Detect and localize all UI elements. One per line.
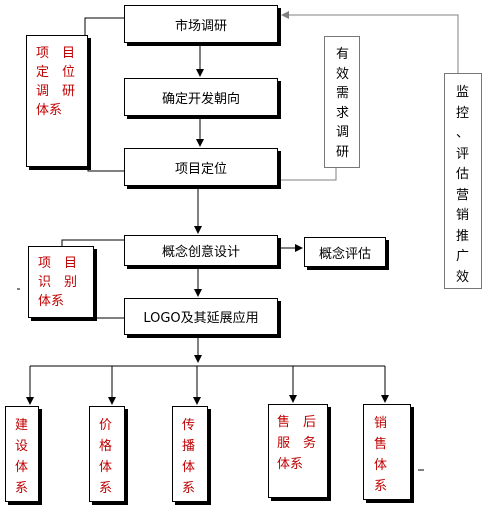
after-sales-system-box: 售 后 服 务 体系 (268, 404, 328, 498)
sales-char-2: 售 (374, 437, 388, 452)
identity-system-line-1: 项 目 (38, 256, 78, 271)
positioning-box: 项目定位 (124, 148, 278, 186)
monitor-char-8: 推 (456, 228, 470, 244)
sales-char-4: 系 (374, 479, 388, 494)
monitor-char-3: 、 (456, 126, 470, 141)
sales-char-1: 销 (374, 416, 388, 431)
after-sales-line-1: 售 后 (277, 415, 317, 430)
price-char-2: 格 (99, 439, 113, 454)
demand-char-3: 需 (336, 86, 350, 101)
communication-char-4: 系 (182, 481, 196, 496)
direction-box: 确定开发朝向 (124, 78, 278, 116)
demand-research-box: 有 效 需 求 调 研 (324, 36, 360, 168)
positioning-system-line-4: 体系 (36, 103, 63, 118)
positioning-label: 项目定位 (174, 161, 227, 177)
demand-char-1: 有 (336, 47, 350, 62)
after-sales-line-3: 体系 (277, 457, 304, 472)
monitor-char-2: 控 (456, 105, 470, 121)
monitor-char-4: 评 (456, 146, 470, 162)
communication-char-3: 体 (182, 460, 196, 475)
demand-char-6: 研 (336, 144, 350, 160)
market-research-box: 市场调研 (124, 5, 278, 43)
construction-char-2: 设 (15, 439, 29, 454)
price-char-4: 系 (99, 481, 113, 496)
link-research-system (84, 17, 124, 35)
demand-char-5: 调 (336, 125, 350, 140)
concept-design-label: 概念创意设计 (161, 245, 240, 260)
concept-eval-label: 概念评估 (318, 246, 371, 262)
sales-char-3: 体 (374, 458, 388, 473)
monitor-char-1: 监 (456, 85, 470, 100)
logo-box: LOGO及其延展应用 (124, 298, 278, 335)
communication-char-2: 播 (182, 439, 196, 454)
positioning-system-line-1: 项 目 (36, 46, 76, 61)
demand-char-2: 效 (336, 66, 350, 82)
monitor-char-9: 广 (456, 249, 470, 264)
demand-char-4: 求 (336, 105, 350, 121)
identity-system-box: 项 目 识 别 体系 (28, 246, 94, 318)
monitor-char-7: 销 (456, 208, 470, 223)
positioning-system-line-3: 调 研 (36, 84, 76, 99)
concept-design-box: 概念创意设计 (124, 235, 278, 266)
link-identity-system (61, 239, 124, 246)
construction-char-4: 系 (15, 481, 29, 496)
positioning-system-line-2: 定 位 (36, 65, 76, 80)
positioning-system-box: 项 目 定 位 调 研 体系 (26, 35, 88, 167)
communication-char-1: 传 (182, 418, 196, 433)
construction-system-box: 建 设 体 系 (5, 406, 39, 502)
monitor-char-6: 营 (456, 187, 470, 203)
price-char-1: 价 (99, 418, 113, 433)
identity-system-line-2: 识 别 (38, 275, 78, 290)
after-sales-line-2: 服 务 (277, 436, 317, 451)
concept-eval-box: 概念评估 (304, 237, 386, 267)
link-demand-research (280, 168, 337, 181)
link-research-system-bottom (87, 166, 124, 172)
construction-char-1: 建 (15, 418, 29, 433)
logo-label: LOGO及其延展应用 (143, 311, 259, 326)
monitor-char-5: 估 (456, 167, 470, 182)
communication-system-box: 传 播 体 系 (172, 406, 208, 502)
price-system-box: 价 格 体 系 (89, 406, 125, 502)
monitor-box: 监 控 、 评 估 营 销 推 广 效 (444, 73, 482, 289)
market-research-label: 市场调研 (174, 18, 227, 34)
identity-system-line-3: 体系 (38, 294, 65, 309)
price-char-3: 体 (99, 460, 113, 475)
link-monitor (281, 11, 459, 73)
construction-char-3: 体 (15, 460, 29, 475)
sales-system-box: 销 售 体 系 (363, 404, 411, 500)
monitor-char-10: 效 (456, 269, 470, 285)
direction-label: 确定开发朝向 (161, 91, 240, 107)
